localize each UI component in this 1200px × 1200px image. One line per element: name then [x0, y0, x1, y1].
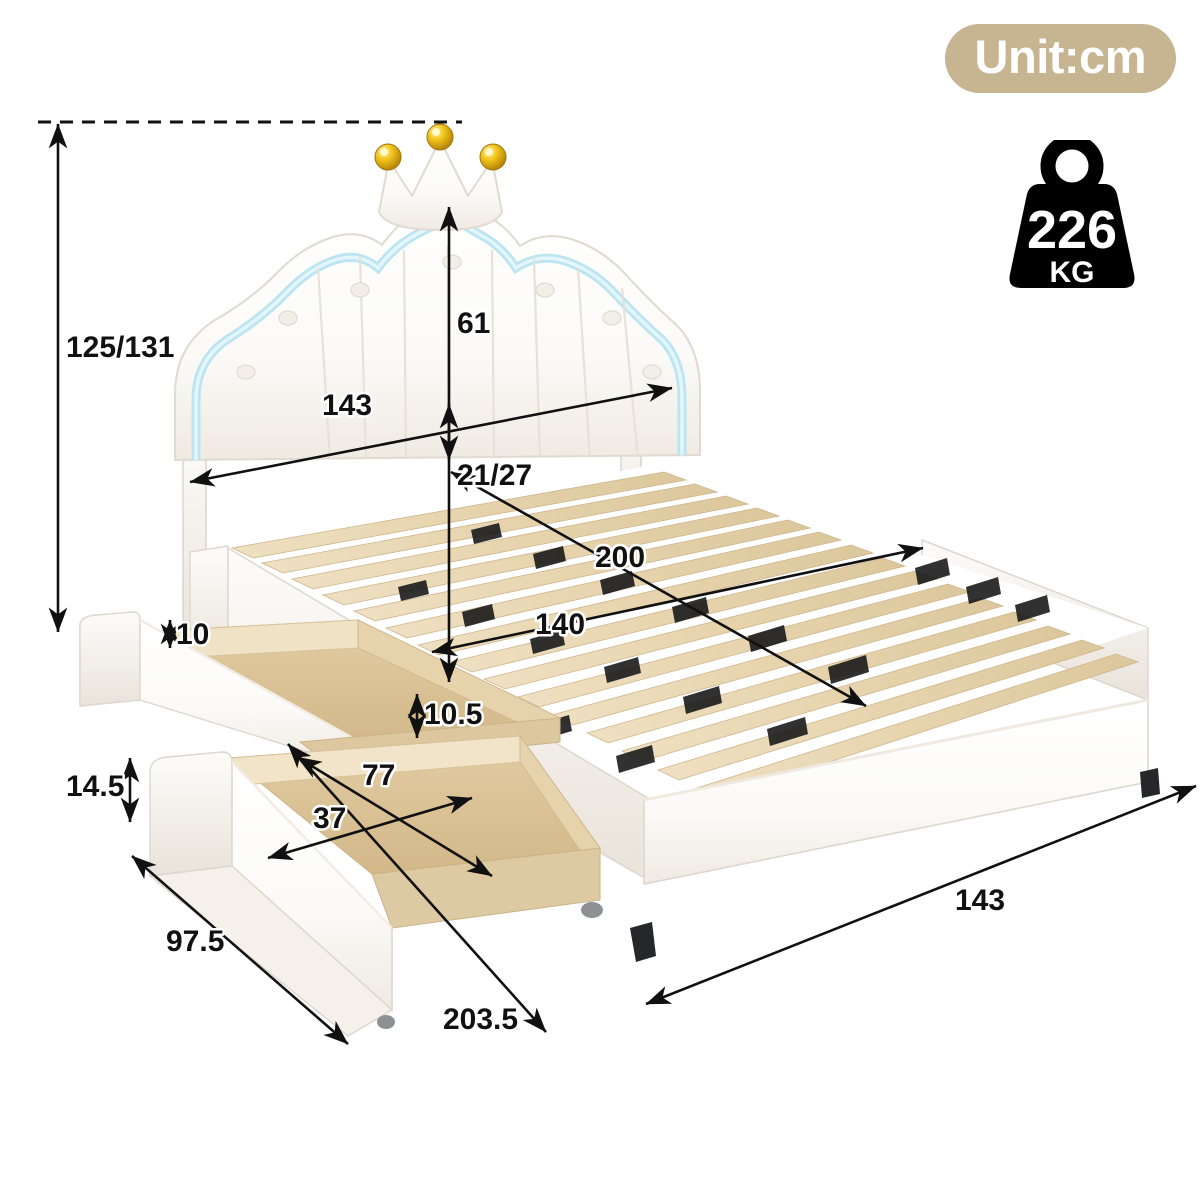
weight-value-text: 226	[1027, 200, 1117, 260]
weight-capacity-icon: 226 KG	[1009, 140, 1135, 289]
dim-line-drawer-interior-width	[267, 795, 473, 861]
dim-label-headboard-height: 61	[457, 307, 490, 340]
dim-label-headboard-to-slat: 21/27	[457, 459, 532, 492]
dim-label-drawer-depth: 97.5	[166, 925, 224, 958]
unit-badge: Unit:cm	[944, 24, 1176, 93]
dim-label-drawer-total-length: 203.5	[443, 1003, 518, 1036]
dim-label-headboard-width: 143	[322, 389, 372, 422]
dim-label-drawer-interior-height: 10	[176, 618, 209, 651]
dim-label-total-height: 125/131	[66, 331, 174, 364]
dim-label-drawer-interior-width: 37	[313, 802, 346, 835]
crown-finial-ornament	[378, 139, 503, 231]
dim-line-slat-width	[431, 543, 924, 657]
dim-label-slat-length: 200	[595, 541, 645, 574]
dim-line-footboard-width	[645, 784, 1197, 1006]
dim-line-headboard-width	[189, 383, 673, 487]
dim-line-slat-length	[450, 470, 867, 708]
dim-label-slat-width: 140	[535, 608, 585, 641]
gold-finials	[374, 123, 507, 171]
dim-label-drawer-clearance: 10.5	[424, 698, 482, 731]
unit-badge-label: Unit:cm	[974, 30, 1147, 83]
dim-label-drawer-interior-length: 77	[362, 759, 395, 792]
dim-label-footboard-width: 143	[955, 884, 1005, 917]
storage-drawer-upper	[79, 611, 562, 769]
dim-line-drawer-total-length	[287, 743, 547, 1033]
dim-label-drawer-front-height: 14.5	[66, 770, 124, 803]
weight-unit-text: KG	[1050, 256, 1095, 289]
dim-line-drawer-depth	[131, 855, 349, 1045]
